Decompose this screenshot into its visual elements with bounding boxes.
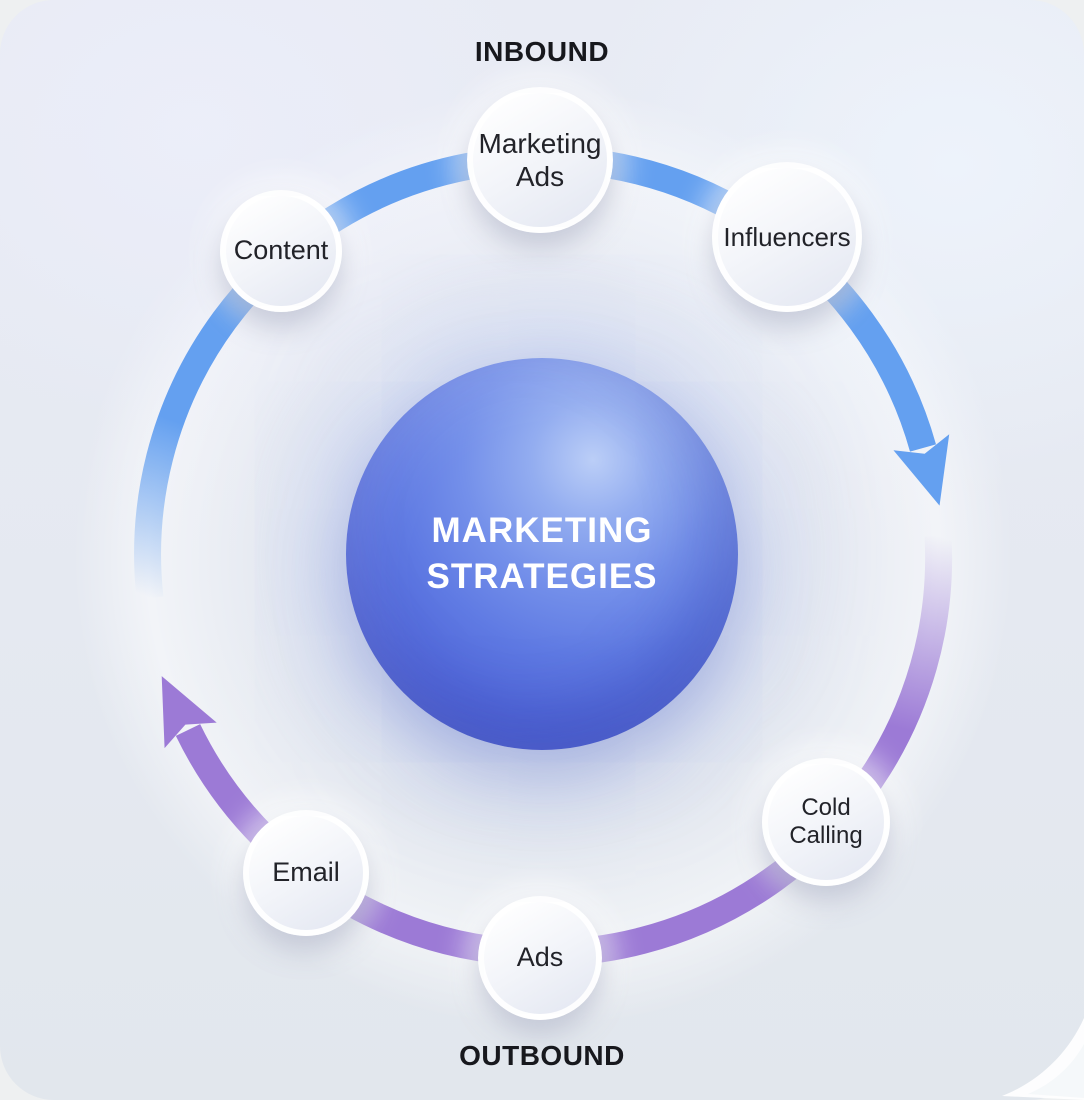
node-content: Content bbox=[220, 190, 342, 312]
node-marketing-ads: Marketing Ads bbox=[467, 87, 613, 233]
corner-curl-decoration bbox=[1002, 1018, 1084, 1100]
outbound-label: OUTBOUND bbox=[459, 1040, 625, 1071]
node-cold-calling: Cold Calling bbox=[762, 758, 890, 886]
node-marketing-ads-label: Marketing Ads bbox=[478, 127, 602, 192]
node-email-label: Email bbox=[272, 857, 340, 888]
node-cold-calling-label: Cold Calling bbox=[789, 793, 863, 849]
node-ads: Ads bbox=[478, 896, 602, 1020]
node-content-label: Content bbox=[233, 235, 329, 266]
diagram-title: MARKETING STRATEGIES bbox=[426, 510, 658, 596]
node-influencers: Influencers bbox=[712, 162, 862, 312]
node-email: Email bbox=[243, 810, 369, 936]
center-sphere: MARKETING STRATEGIES bbox=[346, 358, 738, 750]
node-influencers-label: Influencers bbox=[723, 221, 851, 252]
node-ads-label: Ads bbox=[516, 942, 564, 973]
outbound-arrow-icon bbox=[161, 676, 217, 749]
inbound-label: INBOUND bbox=[474, 36, 610, 67]
inbound-arrow-icon bbox=[893, 434, 950, 506]
